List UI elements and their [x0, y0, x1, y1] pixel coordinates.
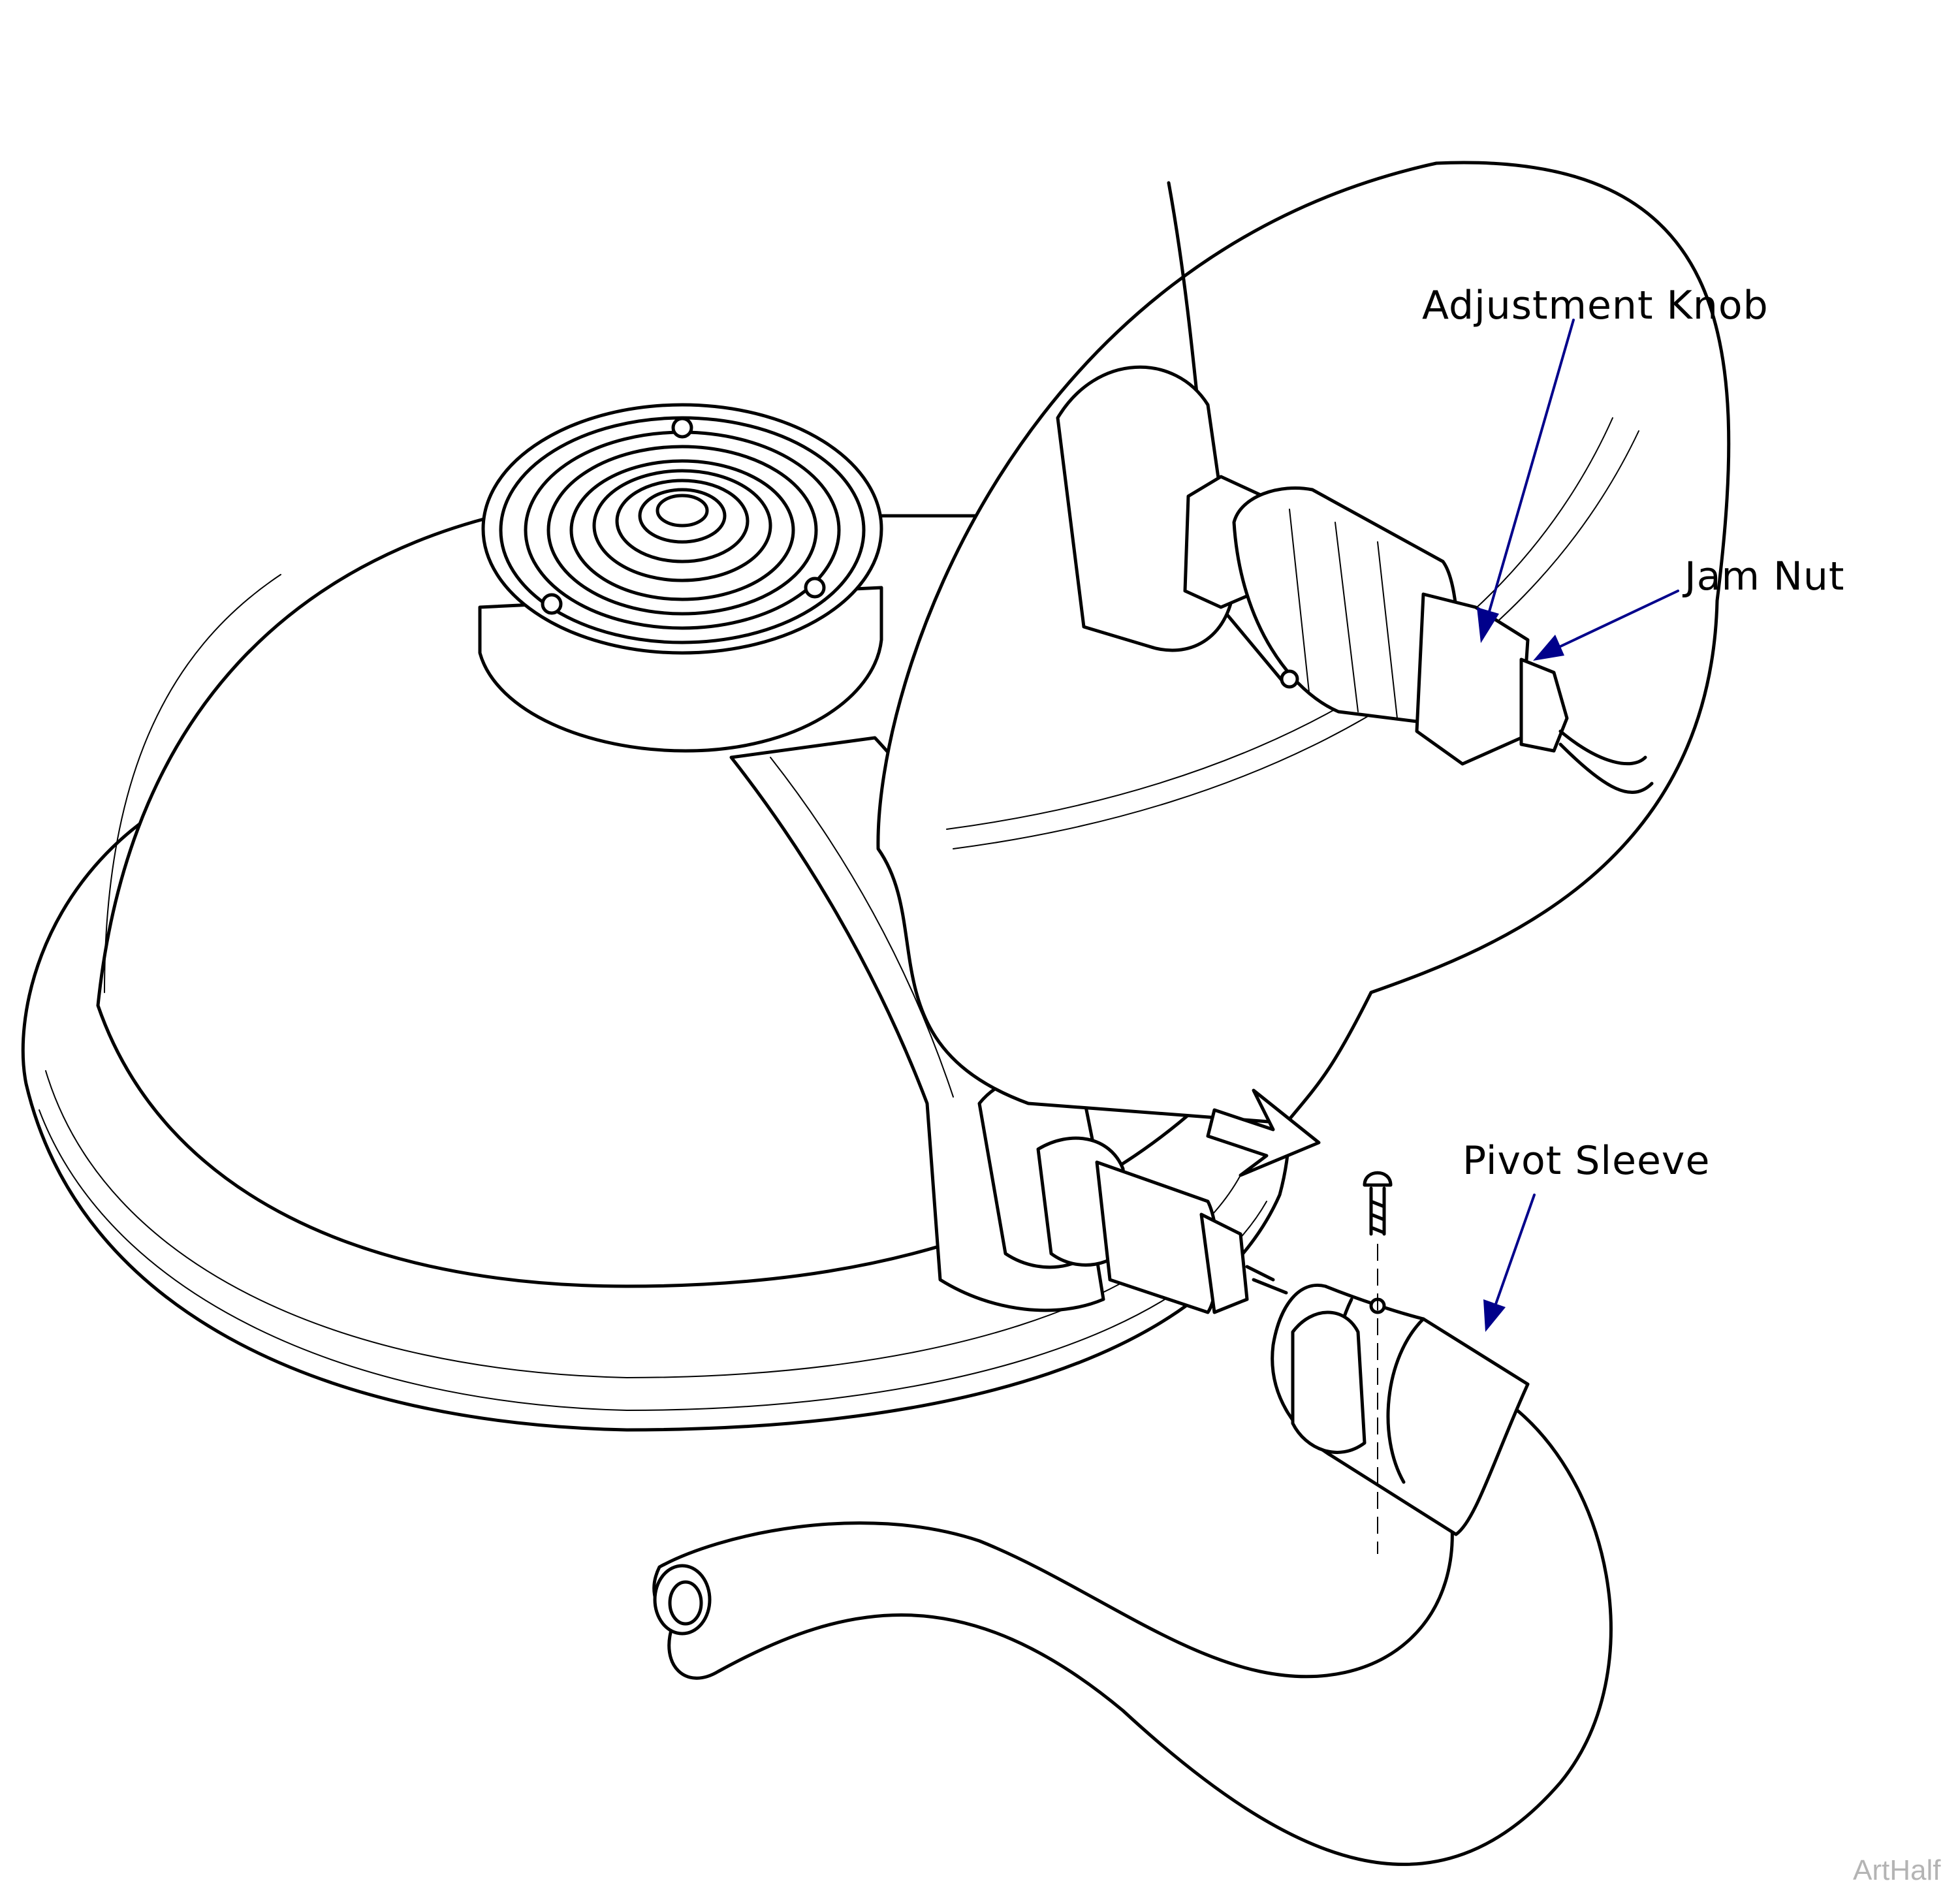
tube-body — [652, 1392, 1613, 1866]
inset-wires — [1558, 729, 1654, 794]
cap-screw-right — [804, 577, 826, 599]
adjustment-knob-arrowhead — [1477, 607, 1499, 643]
screw-head — [1363, 1171, 1393, 1187]
sensor-cap — [478, 403, 883, 753]
set-screw — [1363, 1171, 1393, 1554]
cap-ring-4 — [569, 459, 795, 601]
cap-ring-6 — [615, 479, 750, 563]
cap-screw-top — [671, 417, 693, 439]
tube-end-inner — [668, 1580, 703, 1626]
inset-lamp-arc-2 — [953, 430, 1639, 849]
sleeve-collar — [1291, 1310, 1367, 1454]
arm-edge — [770, 757, 954, 1098]
credit-watermark: ArtHalf — [1853, 1854, 1941, 1886]
adjustment-knob-label: Adjustment Knob — [1422, 283, 1769, 328]
base-ring-rim-2 — [39, 1109, 1267, 1412]
leaders — [1477, 319, 1679, 1332]
pivot-sleeve-label: Pivot Sleeve — [1462, 1138, 1711, 1184]
cap-ring-7 — [638, 488, 727, 544]
detail-inset — [876, 161, 1731, 1125]
inset-knob-hole — [1280, 669, 1299, 689]
screw-thread — [1369, 1186, 1386, 1236]
fitting-jamnut — [1199, 1212, 1249, 1314]
jam-nut-label: Jam Nut — [1684, 554, 1845, 599]
jam-nut-leader — [1559, 590, 1679, 648]
cap-screw-left — [541, 593, 563, 615]
pivot-sleeve-leader — [1494, 1194, 1536, 1307]
fitting-stem — [1245, 1265, 1288, 1295]
inset-knob-ribs — [1289, 509, 1398, 719]
cap-center — [656, 494, 709, 528]
cap-ring-3 — [546, 445, 818, 616]
cap-ring-5 — [592, 469, 772, 582]
jam-nut-arrowhead — [1533, 635, 1564, 661]
inset-stem — [1519, 657, 1569, 753]
pivot-sleeve-arrowhead — [1483, 1299, 1506, 1332]
adjustment-knob-leader — [1487, 319, 1575, 615]
zoom-arrow — [1206, 1088, 1321, 1177]
cap-face — [481, 403, 883, 655]
fitting-assembly — [1036, 1136, 1288, 1314]
dome-highlight — [104, 574, 281, 993]
pivot-tube — [652, 1284, 1613, 1866]
